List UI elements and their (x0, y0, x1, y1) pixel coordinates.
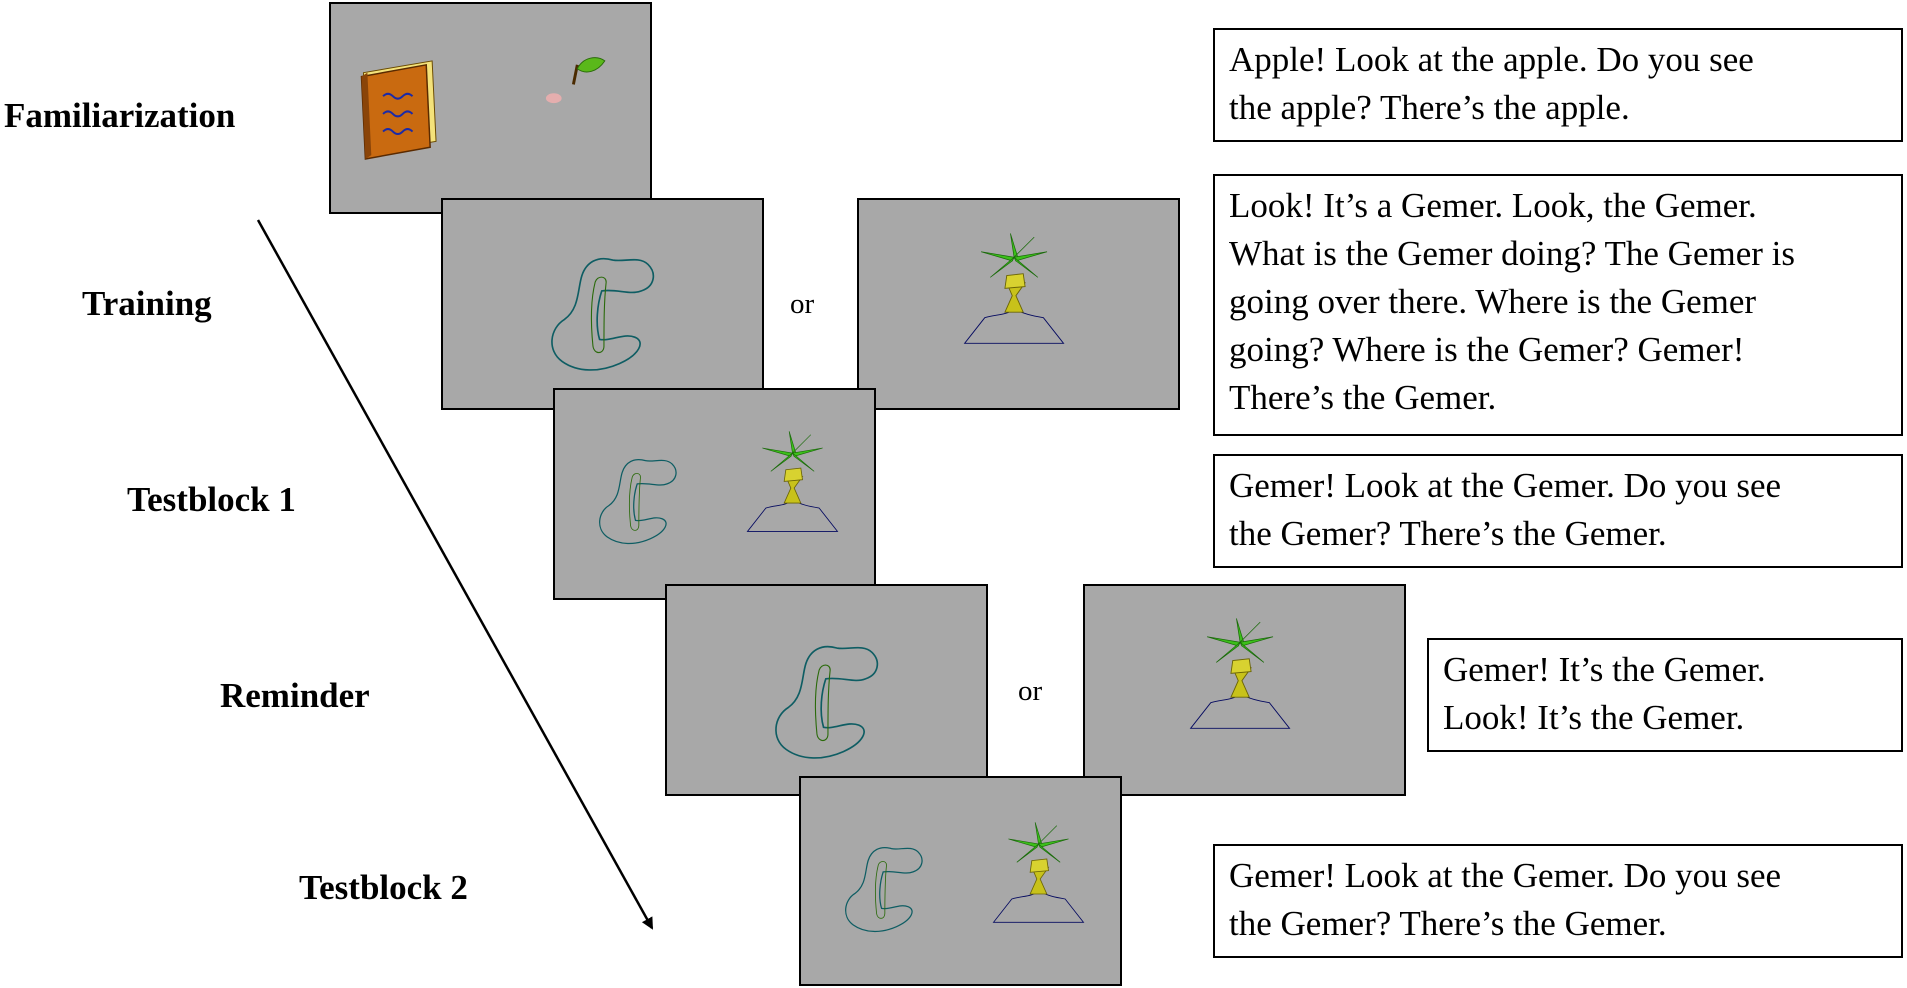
speech-line: Apple! Look at the apple. Do you see (1229, 40, 1754, 79)
speech-line: Gemer! It’s the Gemer. (1443, 650, 1766, 689)
speech-line: the apple? There’s the apple. (1229, 88, 1630, 127)
cyan-creature-icon (845, 846, 923, 933)
reminder-stimulus-panel-b (1083, 584, 1406, 796)
spiky-creature-icon (747, 430, 838, 532)
cyan-creature-icon (551, 257, 655, 371)
testblock-2-stimulus-panel (799, 776, 1122, 986)
speech-line: going over there. Where is the Gemer (1229, 282, 1757, 321)
testblock-2-speech-box: Gemer! Look at the Gemer. Do you see the… (1213, 844, 1903, 958)
book-icon (360, 60, 437, 160)
speech-line: the Gemer? There’s the Gemer. (1229, 904, 1667, 943)
phase-label-training: Training (82, 284, 212, 323)
spiky-creature-icon (964, 232, 1064, 344)
apple-icon (530, 57, 616, 149)
speech-line: Gemer! Look at the Gemer. Do you see (1229, 466, 1782, 505)
speech-line: What is the Gemer doing? The Gemer is (1229, 234, 1795, 273)
reminder-speech-box: Gemer! It’s the Gemer. Look! It’s the Ge… (1427, 638, 1903, 752)
reminder-or-label: or (1018, 675, 1043, 707)
testblock-1-speech-box: Gemer! Look at the Gemer. Do you see the… (1213, 454, 1903, 568)
speech-line: the Gemer? There’s the Gemer. (1229, 514, 1667, 553)
testblock-1-stimulus-panel (553, 388, 876, 600)
spiky-creature-icon (1190, 617, 1291, 729)
speech-line: There’s the Gemer. (1229, 378, 1497, 417)
speech-line: Look! It’s a Gemer. Look, the Gemer. (1229, 186, 1757, 225)
reminder-stimulus-panel-a (665, 584, 988, 796)
speech-line: Gemer! Look at the Gemer. Do you see (1229, 856, 1782, 895)
phase-label-testblock-2: Testblock 2 (299, 868, 468, 907)
spiky-creature-icon (993, 821, 1084, 923)
training-stimulus-panel-a (441, 198, 764, 410)
phase-label-familiarization: Familiarization (4, 96, 236, 135)
cyan-creature-icon (775, 645, 879, 759)
speech-line: Look! It’s the Gemer. (1443, 698, 1745, 737)
training-stimulus-panel-b (857, 198, 1180, 410)
training-or-label: or (790, 288, 815, 320)
cyan-creature-icon (599, 458, 677, 545)
phase-label-testblock-1: Testblock 1 (127, 480, 296, 519)
familiarization-speech-box: Apple! Look at the apple. Do you see the… (1213, 28, 1903, 142)
training-speech-box: Look! It’s a Gemer. Look, the Gemer. Wha… (1213, 174, 1903, 436)
phase-label-reminder: Reminder (220, 676, 370, 715)
speech-line: going? Where is the Gemer? Gemer! (1229, 330, 1745, 369)
familiarization-stimulus-panel (329, 2, 652, 214)
